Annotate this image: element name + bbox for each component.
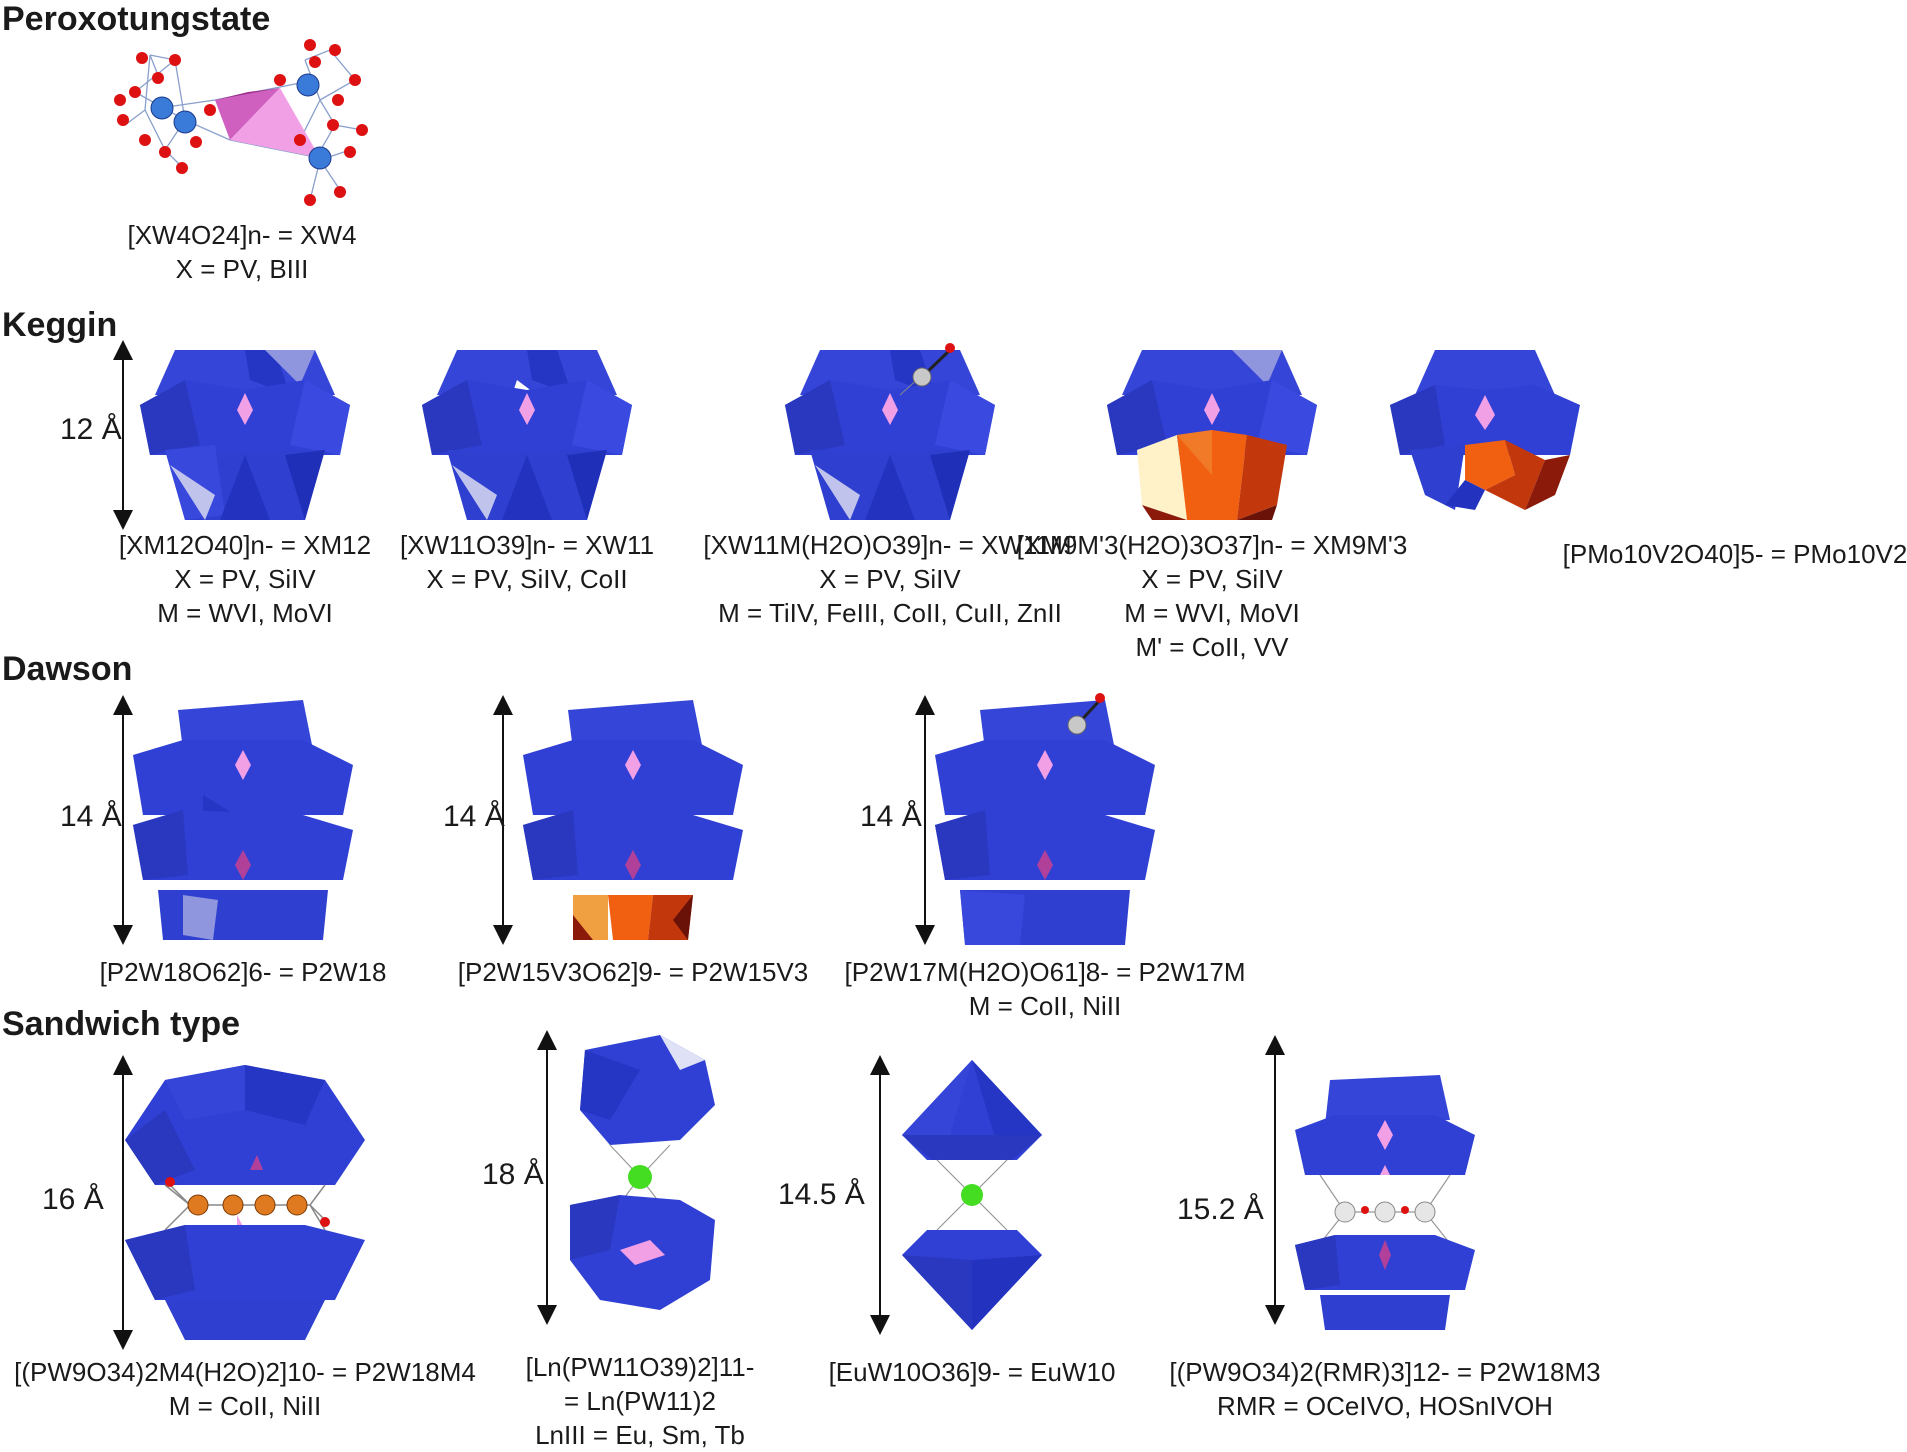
keggin-caption-4: [XM9M'3(H2O)3O37]n- = XM9M'3 X = PV, SiI… xyxy=(1017,528,1408,664)
keggin-caption-3: [XW11M(H2O)O39]n- = XW11M' X = PV, SiIV … xyxy=(703,528,1076,630)
caption-line: [Ln(PW11O39)2]11- xyxy=(525,1352,755,1382)
caption-line: M = CoII, NiII xyxy=(168,1391,322,1421)
caption-line: [XM9M'3(H2O)3O37]n- = XM9M'3 xyxy=(1016,530,1408,560)
caption-line: [XW11M(H2O)O39]n- = XW11M' xyxy=(703,530,1077,560)
caption-line: M = WVI, MoVI xyxy=(157,598,333,628)
sandwich-structure-2 xyxy=(570,1035,715,1310)
sandwich-dimension-label-3: 14.5 Å xyxy=(778,1178,865,1211)
dawson-dimension-label-1: 14 Å xyxy=(60,800,122,833)
caption-line: [XM12O40]n- = XM12 xyxy=(118,530,372,560)
caption-line: X = PV, SiIV xyxy=(1141,564,1283,594)
caption-line: M = TiIV, FeIII, CoII, CuII, ZnII xyxy=(718,598,1062,628)
caption-line: [EuW10O36]9- = EuW10 xyxy=(828,1357,1116,1387)
peroxotungstate-structure xyxy=(114,39,368,206)
caption-line: X = PV, SiIV xyxy=(819,564,961,594)
sandwich-structure-1 xyxy=(125,1065,365,1340)
section-title-dawson: Dawson xyxy=(2,650,133,688)
keggin-dimension-label: 12 Å xyxy=(60,413,122,446)
sandwich-caption-4: [(PW9O34)2(RMR)3]12- = P2W18M3 RMR = OCe… xyxy=(1169,1355,1600,1423)
caption-line: [P2W18O62]6- = P2W18 xyxy=(99,957,387,987)
dawson-dimension-label-2: 14 Å xyxy=(443,800,505,833)
dawson-structure-2 xyxy=(523,700,743,940)
section-title-sandwich: Sandwich type xyxy=(2,1005,241,1043)
sandwich-dimension-label-1: 16 Å xyxy=(42,1183,104,1216)
caption-line: X = PV, SiIV, CoII xyxy=(426,564,628,594)
keggin-structure-2 xyxy=(422,350,632,520)
section-title-peroxotungstate: Peroxotungstate xyxy=(2,0,271,38)
caption-line: M = WVI, MoVI xyxy=(1124,598,1300,628)
caption-line: [(PW9O34)2(RMR)3]12- = P2W18M3 xyxy=(1169,1357,1601,1387)
caption-line: M = CoII, NiII xyxy=(968,991,1122,1021)
peroxo-caption: [XW4O24]n- = XW4 X = PV, BIII xyxy=(127,218,356,286)
keggin-caption-5: [PMo10V2O40]5- = PMo10V2 xyxy=(1563,537,1907,571)
dawson-structure-3 xyxy=(935,693,1155,945)
caption-line: [P2W15V3O62]9- = P2W15V3 xyxy=(457,957,809,987)
caption-line: [P2W17M(H2O)O61]8- = P2W17M xyxy=(844,957,1246,987)
sandwich-caption-1: [(PW9O34)2M4(H2O)2]10- = P2W18M4 M = CoI… xyxy=(14,1355,476,1423)
caption-line: [PMo10V2O40]5- = PMo10V2 xyxy=(1562,539,1907,569)
section-title-keggin: Keggin xyxy=(2,306,118,344)
keggin-structure-1 xyxy=(140,350,350,520)
caption-line: M' = CoII, VV xyxy=(1135,632,1289,662)
keggin-caption-2: [XW11O39]n- = XW11 X = PV, SiIV, CoII xyxy=(400,528,654,596)
sandwich-caption-2: [Ln(PW11O39)2]11- = Ln(PW11)2 LnIII = Eu… xyxy=(526,1350,755,1452)
dawson-dimension-label-3: 14 Å xyxy=(860,800,922,833)
sandwich-dimension-label-2: 18 Å xyxy=(482,1158,544,1191)
sandwich-structure-3 xyxy=(902,1060,1042,1330)
keggin-structure-4 xyxy=(1107,350,1317,520)
dawson-caption-2: [P2W15V3O62]9- = P2W15V3 xyxy=(458,955,808,989)
keggin-structure-5 xyxy=(1390,350,1580,510)
caption-line: RMR = OCeIVO, HOSnIVOH xyxy=(1217,1391,1553,1421)
keggin-caption-1: [XM12O40]n- = XM12 X = PV, SiIV M = WVI,… xyxy=(119,528,371,630)
sandwich-caption-3: [EuW10O36]9- = EuW10 xyxy=(829,1355,1116,1389)
keggin-structure-3 xyxy=(785,343,995,520)
caption-line: [XW11O39]n- = XW11 xyxy=(399,530,655,560)
caption-line: X = PV, SiIV xyxy=(174,564,316,594)
dawson-caption-3: [P2W17M(H2O)O61]8- = P2W17M M = CoII, Ni… xyxy=(845,955,1246,1023)
dawson-structure-1 xyxy=(133,700,353,940)
caption-line: [XW4O24]n- = XW4 xyxy=(127,220,357,250)
caption-line: LnIII = Eu, Sm, Tb xyxy=(535,1420,745,1450)
caption-line: [(PW9O34)2M4(H2O)2]10- = P2W18M4 xyxy=(14,1357,476,1387)
dawson-caption-1: [P2W18O62]6- = P2W18 xyxy=(100,955,387,989)
caption-line: X = PV, BIII xyxy=(175,254,309,284)
sandwich-structure-4 xyxy=(1295,1075,1475,1330)
sandwich-dimension-label-4: 15.2 Å xyxy=(1177,1193,1264,1226)
caption-line: = Ln(PW11)2 xyxy=(564,1386,716,1416)
